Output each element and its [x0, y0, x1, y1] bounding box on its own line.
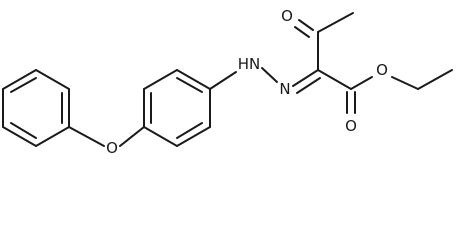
bond [2, 126, 37, 147]
bond-ester-single [350, 76, 373, 90]
phenyl-ring-middle [143, 69, 211, 147]
bond-n-c-double [292, 69, 319, 87]
bond [2, 69, 37, 90]
bond [143, 69, 178, 90]
bond-ethyl [417, 69, 453, 90]
bond [176, 77, 203, 93]
bond [176, 69, 211, 90]
atom-label-hydrazone-n: N [279, 80, 290, 98]
bond-ketone-double [298, 19, 314, 31]
bond-c-ester-carbon [317, 69, 352, 90]
chemical-structure-diagram: O HN N O O O [2, 7, 453, 157]
bond-n-c-double [296, 77, 321, 94]
atom-label-ether-oxygen: O [106, 139, 118, 157]
bond [35, 69, 70, 90]
bond-ether-right [119, 126, 145, 147]
atom-label-hydrazone-nh: HN [238, 55, 261, 73]
bond-carbonyl-methyl [317, 12, 354, 33]
bond [35, 126, 70, 147]
atom-label-ester-single-oxygen: O [376, 61, 388, 79]
atom-label-ketone-oxygen: O [281, 7, 293, 25]
bond [176, 126, 211, 147]
bond-o-ethyl [391, 76, 419, 90]
bond-nh-n [261, 67, 278, 83]
bond [143, 126, 178, 147]
bond-ether-left [68, 126, 105, 147]
bond [176, 122, 203, 139]
atom-label-ester-double-oxygen: O [345, 117, 357, 135]
bond [10, 77, 37, 93]
bond-ketone-double [294, 26, 310, 38]
bond [10, 122, 37, 139]
bond-ring-nh [209, 71, 237, 90]
phenyl-ring-left [2, 69, 70, 147]
